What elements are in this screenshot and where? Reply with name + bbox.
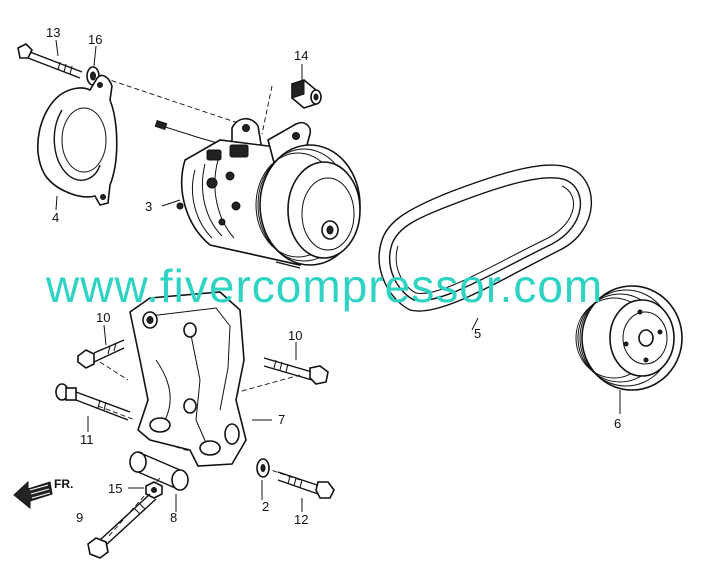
bolt-10-left xyxy=(77,339,125,369)
callout-14: 14 xyxy=(294,48,308,63)
front-arrow-label: FR. xyxy=(54,477,73,491)
callout-16: 16 xyxy=(88,32,102,47)
callout-5: 5 xyxy=(474,326,481,341)
bolt-10-right xyxy=(263,357,329,385)
callout-8: 8 xyxy=(170,510,177,525)
callout-leaders xyxy=(55,39,621,512)
mounting-bracket-7 xyxy=(129,291,247,467)
sleeve-8 xyxy=(129,451,189,491)
idler-pulley-6 xyxy=(575,285,683,391)
bolt-12 xyxy=(277,471,335,499)
bolt-13 xyxy=(17,43,83,79)
callout-4: 4 xyxy=(52,210,59,225)
heat-shield-4 xyxy=(37,74,118,206)
callout-9: 9 xyxy=(76,510,83,525)
compressor-3 xyxy=(154,117,361,269)
washer-2 xyxy=(256,458,270,478)
callout-10-left: 10 xyxy=(96,310,110,325)
callout-12: 12 xyxy=(294,512,308,527)
watermark: www.fivercompressor.com xyxy=(45,260,603,312)
callout-7: 7 xyxy=(278,412,285,427)
callout-10-right: 10 xyxy=(288,328,302,343)
nut-14 xyxy=(291,79,322,109)
drive-belt-5 xyxy=(378,164,592,312)
callout-11: 11 xyxy=(80,432,94,447)
bolt-11 xyxy=(55,383,131,421)
callout-labels: 2 3 4 5 6 7 8 9 10 10 11 12 13 14 15 16 xyxy=(46,25,621,527)
bolt-9 xyxy=(87,493,157,559)
callout-6: 6 xyxy=(614,416,621,431)
callout-3: 3 xyxy=(145,199,152,214)
front-direction-arrow: FR. xyxy=(13,477,73,510)
callout-13: 13 xyxy=(46,25,60,40)
callout-15: 15 xyxy=(108,481,122,496)
callout-2: 2 xyxy=(262,499,269,514)
